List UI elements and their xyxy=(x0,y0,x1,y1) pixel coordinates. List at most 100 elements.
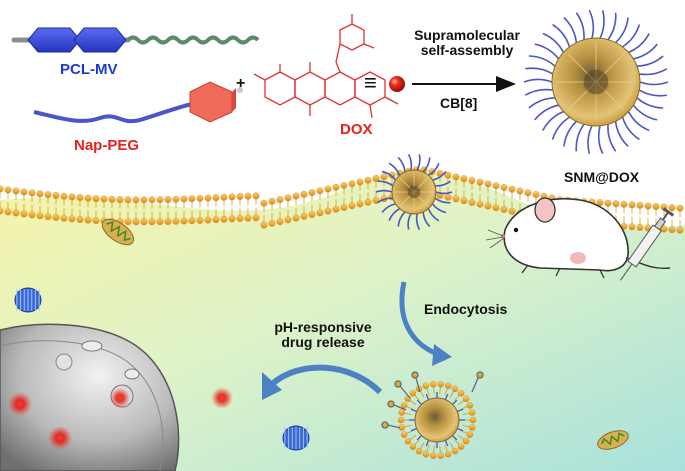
peg-chain xyxy=(422,211,431,228)
lipid-head xyxy=(397,416,405,424)
peg-chain xyxy=(632,104,658,121)
lipid-head xyxy=(644,202,652,210)
released-amphiphiles xyxy=(381,371,484,429)
lipid-head xyxy=(236,193,244,200)
lipid-head xyxy=(172,195,180,203)
peg-chain xyxy=(415,213,421,230)
lipid-head xyxy=(28,211,36,219)
lipid-head xyxy=(451,447,459,455)
peg-chain xyxy=(422,157,431,173)
lipid-head xyxy=(76,216,84,223)
lipid-head xyxy=(668,204,676,212)
peg-chain xyxy=(551,116,570,140)
released-dox-glow xyxy=(8,387,233,450)
lipid-head xyxy=(348,202,356,210)
lipid-head xyxy=(636,201,644,209)
lipid-head xyxy=(284,194,292,202)
peg-chain xyxy=(416,154,421,171)
snm-dox-nanoparticle-large xyxy=(523,9,669,155)
drug-release-label-line2: drug release xyxy=(281,334,365,351)
peg-chain xyxy=(428,162,440,177)
peg-chain xyxy=(607,124,617,152)
lipid-head xyxy=(364,176,372,184)
peg-chain xyxy=(552,23,571,48)
lipid-head xyxy=(668,226,676,234)
peg-chain xyxy=(607,12,617,41)
lipid-head xyxy=(220,215,228,223)
peg-chain xyxy=(615,17,629,44)
lipid-head xyxy=(444,193,452,201)
lipid-head xyxy=(364,198,372,206)
lipid-head xyxy=(508,185,516,193)
lipid-head xyxy=(468,199,476,206)
lipid-head xyxy=(308,189,316,196)
lipid-head xyxy=(476,178,484,186)
drug-release-arrow xyxy=(262,364,383,400)
peg-chain xyxy=(381,170,397,181)
lipid-head xyxy=(68,193,76,201)
peg-chain xyxy=(563,120,577,147)
lipid-head xyxy=(204,194,212,202)
peg-chain xyxy=(621,116,640,141)
lipid-head xyxy=(308,211,316,218)
lipid-head xyxy=(140,196,148,204)
equivalence-sign: ≡ xyxy=(364,70,377,95)
snm-dox-nanoparticle-membrane xyxy=(375,154,453,230)
peg-chain xyxy=(587,125,593,154)
lipid-head xyxy=(148,196,156,204)
lipid-head xyxy=(196,194,204,202)
lipid-head xyxy=(76,194,84,201)
mitochondrion-icon xyxy=(101,218,135,246)
peg-chain xyxy=(622,24,641,48)
lipid-head xyxy=(228,193,236,201)
peg-chain xyxy=(633,43,658,60)
lipid-head xyxy=(116,196,124,203)
lipid-head xyxy=(415,447,423,455)
lipid-head xyxy=(372,175,380,182)
cb8-ring-icon xyxy=(14,287,42,313)
snm-dox-label: SNM@DOX xyxy=(564,169,640,185)
lipid-head xyxy=(156,218,164,226)
lipid-head xyxy=(444,451,452,458)
lipid-head xyxy=(196,216,204,224)
lipid-head xyxy=(52,214,60,221)
lipid-head xyxy=(409,390,417,397)
peg-chain xyxy=(599,10,605,39)
lipid-head xyxy=(620,200,628,208)
peg-chain xyxy=(614,121,629,148)
peg-chain xyxy=(397,156,406,173)
peg-chain xyxy=(377,197,393,204)
lipid-head xyxy=(340,182,348,189)
lipid-head xyxy=(451,385,459,393)
lipid-head xyxy=(468,177,476,184)
peg-chain xyxy=(524,88,553,96)
lipid-head xyxy=(244,192,252,200)
lipid-head xyxy=(276,218,284,226)
lipid-head xyxy=(84,216,92,224)
lipid-head xyxy=(652,203,660,210)
drug-release-label-line1: pH-responsive xyxy=(274,319,372,335)
lipid-head xyxy=(484,180,492,188)
lipid-head xyxy=(457,390,465,397)
lipid-head xyxy=(4,208,12,216)
lipid-head xyxy=(268,219,276,227)
peg-chain xyxy=(523,78,553,83)
peg-chain xyxy=(375,189,393,193)
lipid-head xyxy=(12,209,20,217)
peg-chain xyxy=(397,211,406,227)
lipid-head xyxy=(380,173,388,181)
lipid-head xyxy=(324,207,332,215)
mitochondrion-icon-2 xyxy=(597,430,629,450)
peg-chain xyxy=(427,208,440,222)
mouse-icon xyxy=(485,197,671,279)
lipid-head xyxy=(422,382,430,389)
lipid-head xyxy=(404,395,412,403)
self-assembly-label: Supramolecular self-assembly xyxy=(408,27,526,59)
peg-chain xyxy=(597,125,604,155)
peg-chain xyxy=(638,89,667,97)
lipid-head xyxy=(300,190,308,198)
peg-chain xyxy=(407,213,412,230)
lipid-head xyxy=(220,193,228,201)
plus-sign: + xyxy=(236,75,246,92)
